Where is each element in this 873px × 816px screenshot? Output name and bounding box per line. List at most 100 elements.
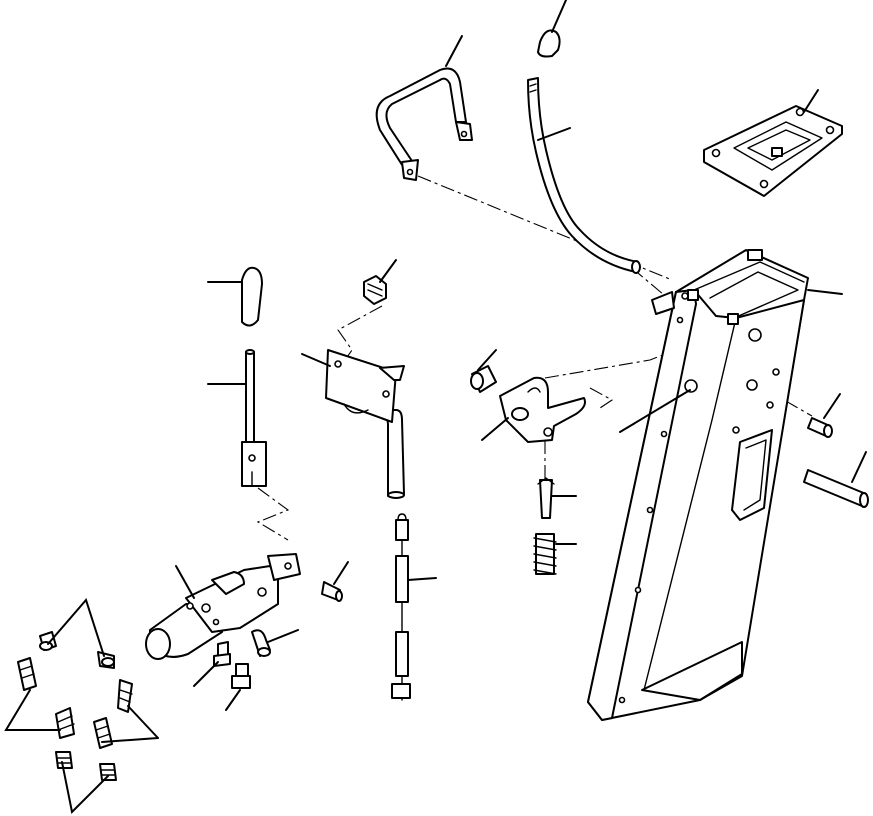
- leader-cover-plate: [803, 89, 819, 113]
- valve-port-3: [186, 602, 194, 610]
- plug-fitting-h: [99, 763, 117, 781]
- valve-body: [185, 565, 279, 633]
- column-flange-hole-4: [646, 506, 654, 514]
- leader-cluster-middle: [4, 689, 159, 743]
- column-flange-hole-3: [660, 430, 668, 438]
- handle-foot-hole-right: [460, 130, 468, 138]
- leader-column-hole: [619, 389, 691, 433]
- valve-rod: [241, 349, 267, 487]
- lever-rod: [527, 77, 639, 273]
- cover-plate-bolt-1: [711, 148, 721, 158]
- leader-bushing: [477, 349, 497, 371]
- column-hole-1: [748, 328, 762, 342]
- leader-valve-body: [175, 565, 195, 599]
- column-hole-4: [766, 401, 774, 409]
- valve-stem-clevis: [267, 553, 301, 581]
- short-pin: [807, 417, 833, 438]
- short-fitting-f: [93, 717, 113, 749]
- cable-boot-2: [395, 631, 409, 677]
- valve-port-1: [201, 603, 211, 613]
- latch-pin: [537, 477, 555, 519]
- column-inner-edge: [643, 315, 737, 691]
- column-corner-tab: [687, 289, 699, 301]
- handle-foot-hole-left: [406, 168, 414, 176]
- control-valve: [145, 553, 301, 660]
- elbow-b-end: [101, 657, 115, 667]
- bracket-rod-end: [387, 491, 405, 499]
- lock-nut-thread: [367, 283, 383, 297]
- lever-knob: [537, 29, 561, 58]
- column-top-rim: [693, 261, 805, 291]
- column-slot-inner: [743, 439, 767, 511]
- leader-pivot-block: [481, 417, 509, 441]
- elbow-fitting-b: [97, 651, 115, 669]
- valve-knob: [241, 266, 263, 327]
- bracket-hole-2: [382, 390, 390, 398]
- long-pin-end: [859, 492, 869, 508]
- elbow-fitting-a: [39, 631, 57, 651]
- leader-valve-elbow: [267, 629, 299, 643]
- column-stub-shaft: [651, 291, 675, 315]
- column-top-tab: [747, 249, 763, 261]
- leader-small-pin: [333, 561, 349, 585]
- column-foot: [641, 641, 743, 701]
- bushing-face: [470, 372, 484, 390]
- handle-bar: [375, 67, 473, 181]
- spring-coils: [533, 537, 557, 575]
- bracket-under: [343, 403, 369, 414]
- cable-boot-1: [395, 555, 409, 603]
- valve-knob-body: [241, 266, 263, 327]
- column-hole-3: [772, 368, 780, 376]
- column-hole-6: [684, 379, 698, 393]
- short-e-rings: [57, 715, 75, 731]
- pivot-block: [499, 376, 586, 443]
- small-pin-end: [335, 590, 343, 602]
- valve-port-2: [257, 587, 267, 597]
- column-hole-2: [746, 379, 758, 391]
- cover-plate: [703, 105, 843, 197]
- long-pin: [803, 469, 869, 508]
- lever-rod-end: [631, 260, 641, 274]
- long-c-rings: [19, 665, 35, 679]
- lever-tip-thread: [529, 83, 537, 93]
- cover-plate-bolt-2: [795, 107, 805, 117]
- leader-short-pin: [823, 393, 841, 419]
- cover-plate-recess: [733, 121, 823, 171]
- long-fitting-d: [117, 679, 133, 713]
- column-hole-5: [732, 426, 740, 434]
- small-pin: [321, 581, 343, 602]
- plug-g-thread: [57, 757, 71, 764]
- pivot-block-bore: [511, 407, 529, 421]
- leader-cable: [407, 577, 437, 581]
- latch-pin-body: [539, 479, 553, 519]
- plug-g-body: [55, 751, 73, 769]
- leader-lever-rod: [537, 127, 571, 141]
- valve-spool-end: [145, 628, 171, 660]
- column-top-inner: [709, 271, 799, 319]
- bracket-plate-lip: [379, 365, 405, 381]
- bracket-assembly: [325, 349, 405, 499]
- column-flange-hole-6: [618, 696, 626, 704]
- handle-bar-tube: [375, 67, 467, 169]
- cover-plate-recess-inner: [747, 129, 811, 161]
- control-column: [587, 249, 809, 721]
- lock-nut-body: [363, 275, 387, 305]
- cover-plate-bolt-3: [825, 125, 835, 135]
- plug-fitting-g: [55, 751, 73, 769]
- leader-lock-nut: [379, 259, 397, 283]
- long-d-body: [117, 679, 133, 713]
- leader-cluster-lower: [61, 761, 109, 815]
- leader-straight-fitting: [225, 689, 241, 711]
- valve-rod-tip: [245, 349, 255, 355]
- elbow-a-end: [39, 641, 53, 651]
- short-fitting-e: [55, 707, 75, 739]
- straight-fitting: [231, 663, 251, 689]
- column-corner-tab-2: [727, 313, 739, 325]
- pivot-block-slot: [527, 387, 541, 393]
- leader-column: [807, 289, 843, 295]
- fitting-cluster: [17, 631, 133, 781]
- valve-rod-clevis: [241, 441, 267, 487]
- leader-handle-bar: [445, 35, 463, 67]
